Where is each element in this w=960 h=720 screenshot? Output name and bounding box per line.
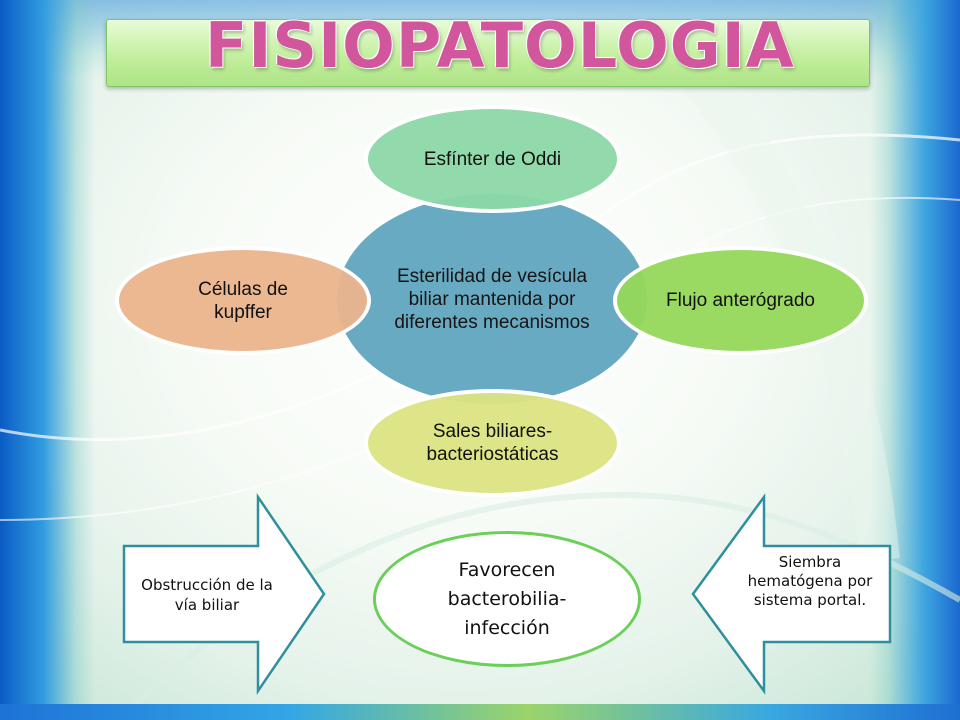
title-banner [106, 19, 870, 87]
node-top-label: Esfínter de Oddi [423, 148, 562, 170]
slide-title: FISIOPATOLOGIA [205, 9, 795, 82]
node-bottom-label: Sales biliares-bacteriostáticas [426, 421, 559, 465]
node-flujo-anterogrado: Flujo anterógrado [613, 246, 868, 355]
right-block-arrow [691, 493, 892, 695]
left-decor-band [0, 0, 95, 720]
result-ellipse: Favorecen bacterobilia-infección [373, 531, 641, 667]
center-node: Esterilidad de vesícula biliar mantenida… [333, 190, 651, 408]
node-celulas-de-kupffer: Células de kupffer [115, 246, 371, 355]
center-node-label: Esterilidad de vesícula biliar mantenida… [394, 265, 590, 333]
result-label: Favorecen bacterobilia-infección [447, 558, 567, 639]
node-esfinter-de-oddi: Esfínter de Oddi [364, 105, 621, 213]
node-sales-biliares: Sales biliares-bacteriostáticas [364, 389, 621, 497]
node-left-label: Células de kupffer [198, 278, 288, 323]
bottom-decor-bar [0, 704, 960, 720]
left-arrow-label: Obstrucción de la vía biliar [141, 576, 273, 614]
right-arrow-label: Siembra hematógena por sistema portal. [747, 553, 873, 609]
left-block-arrow [122, 492, 326, 696]
node-right-label: Flujo anterógrado [666, 290, 815, 311]
